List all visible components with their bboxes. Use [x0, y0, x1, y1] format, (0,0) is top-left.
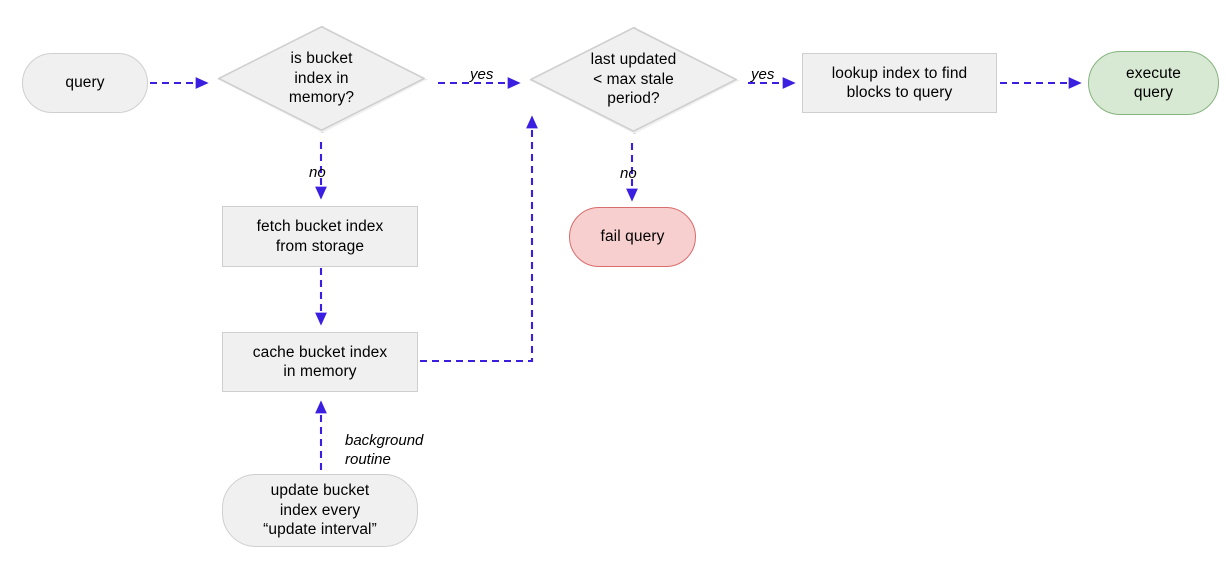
node-query[interactable]: query	[22, 53, 148, 113]
node-update-bucket-index[interactable]: update bucket index every “update interv…	[222, 474, 418, 547]
edge-label-memory-yes: yes	[470, 45, 493, 84]
node-cache-bucket-index[interactable]: cache bucket index in memory	[222, 332, 418, 392]
edge-label-stale-no-text: no	[620, 164, 637, 182]
edge-cache-to-stale-check	[420, 115, 538, 363]
node-fetch-bucket-index-label: fetch bucket index from storage	[256, 218, 384, 255]
node-execute-query-label: execute query	[1126, 64, 1181, 101]
node-fail-query[interactable]: fail query	[569, 207, 696, 267]
edge-label-background-routine-text: background routine	[345, 431, 424, 469]
node-lookup-index[interactable]: lookup index to find blocks to query	[802, 53, 997, 113]
node-last-updated-max-stale[interactable]: last updated < max stale period?	[530, 27, 739, 134]
node-last-updated-max-stale-label: last updated < max stale period?	[590, 51, 677, 108]
edge-label-stale-yes-text: yes	[751, 65, 775, 83]
diamond-outline	[218, 26, 425, 131]
node-fail-query-label: fail query	[600, 228, 665, 246]
node-query-label: query	[65, 74, 105, 92]
node-fetch-bucket-index[interactable]: fetch bucket index from storage	[222, 206, 418, 267]
edge-label-memory-no-text: no	[309, 163, 326, 181]
diamond-outline	[530, 27, 737, 132]
node-is-bucket-index-in-memory-label: is bucket index in memory?	[288, 50, 355, 107]
node-update-bucket-index-label: update bucket index every “update interv…	[263, 482, 377, 539]
node-lookup-index-label: lookup index to find blocks to query	[831, 64, 968, 101]
edge-label-background-routine: background routine	[345, 411, 423, 470]
node-cache-bucket-index-label: cache bucket index in memory	[252, 343, 388, 380]
node-is-bucket-index-in-memory[interactable]: is bucket index in memory?	[218, 26, 427, 133]
edge-label-stale-no: no	[620, 144, 637, 183]
edge-label-stale-yes: yes	[751, 45, 774, 84]
edge-label-memory-yes-text: yes	[470, 65, 494, 83]
edge-label-memory-no: no	[309, 143, 326, 182]
node-execute-query[interactable]: execute query	[1088, 51, 1219, 115]
